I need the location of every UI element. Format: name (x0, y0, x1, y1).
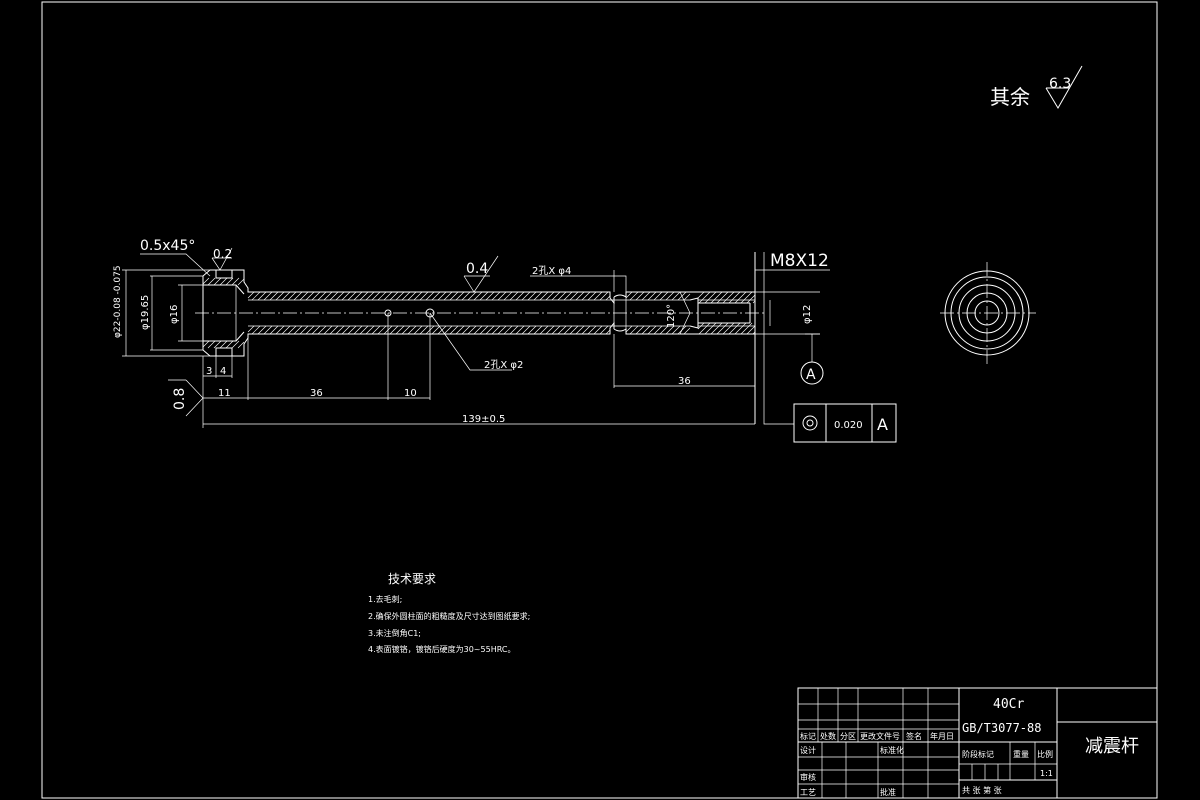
roughness-other-symbol (1045, 65, 1083, 109)
tb-row-label-2: 处数 (820, 731, 836, 741)
dim-inner: φ16 (169, 305, 180, 324)
tb-row-label-1: 标记 (800, 731, 816, 741)
roughness-other-label: 其余 (990, 85, 1030, 109)
tb-approve: 批准 (880, 787, 896, 797)
dim-mid: φ19.65 (140, 295, 151, 330)
dim-outer: φ22-0.08 -0.075 (113, 265, 123, 338)
chamfer-label: 0.5x45° (140, 238, 195, 254)
end-view (940, 262, 1036, 364)
tb-weight: 重量 (1013, 749, 1029, 759)
drawing-frame (41, 1, 1158, 799)
roughness-shaft-symbol (463, 255, 499, 293)
title-block (797, 687, 1158, 799)
tech-item-3: 3.未注倒角C1; (368, 628, 421, 638)
roughness-other-value: 6.3 (1049, 76, 1071, 92)
thread-label: M8X12 (770, 251, 829, 271)
holes-4-label: 2孔X φ4 (532, 265, 571, 277)
tb-row-label-4: 更改文件号 (860, 731, 900, 741)
tb-design: 设计 (800, 745, 816, 755)
left-diameter-dimensions (122, 269, 210, 357)
holes-2-label: 2孔X φ2 (484, 359, 523, 371)
tb-standard: GB/T3077-88 (962, 721, 1041, 735)
tech-title: 技术要求 (388, 572, 436, 586)
tb-standardization: 标准化 (880, 745, 904, 755)
tb-row-label-5: 签名 (906, 731, 922, 741)
tb-row-label-3: 分区 (840, 732, 856, 741)
roughness-head-value: 0.2 (213, 247, 232, 261)
tech-item-1: 1.去毛刺; (368, 594, 402, 604)
chamfer-leader (140, 253, 211, 277)
datum-circle (800, 361, 824, 385)
tb-process: 工艺 (800, 788, 816, 797)
tb-part-name: 减震杆 (1085, 736, 1139, 757)
tolerance-datum: A (877, 415, 888, 434)
holes-2-leader (429, 312, 512, 371)
tech-item-4: 4.表面镀铬，镀铬后硬度为30~55HRC。 (368, 644, 515, 654)
tb-sheets: 共 张 第 张 (962, 785, 1002, 795)
dim-total: 139±0.5 (462, 414, 505, 425)
roughness-head-symbol (211, 247, 233, 271)
tb-material: 40Cr (993, 697, 1024, 712)
dim-36b: 36 (678, 376, 691, 387)
rod-part (195, 252, 765, 424)
tech-item-2: 2.确保外圆柱面的粗糙度及尺寸达到图纸要求; (368, 611, 530, 621)
tb-row-label-6: 年月日 (930, 731, 954, 741)
roughness-shaft-value: 0.4 (466, 261, 488, 277)
angle-label: 120° (666, 304, 677, 328)
tolerance-value: 0.020 (834, 420, 863, 431)
dim-11: 11 (218, 388, 231, 399)
dim-4: 4 (220, 366, 226, 377)
tolerance-frame (763, 252, 897, 443)
tb-scale: 比例 (1037, 749, 1053, 759)
datum-label: A (806, 367, 816, 383)
roughness-end-value: 0.8 (172, 388, 188, 410)
roughness-end-symbol (168, 379, 204, 417)
horizontal-dimensions (202, 334, 755, 428)
dim-bore: φ12 (802, 305, 813, 324)
tb-stage-mark: 阶段标记 (962, 749, 994, 759)
dim-10: 10 (404, 388, 417, 399)
tb-review: 审核 (800, 772, 816, 782)
dim-36a: 36 (310, 388, 323, 399)
dim-3: 3 (206, 366, 212, 377)
tb-scale-value: 1:1 (1040, 769, 1053, 778)
